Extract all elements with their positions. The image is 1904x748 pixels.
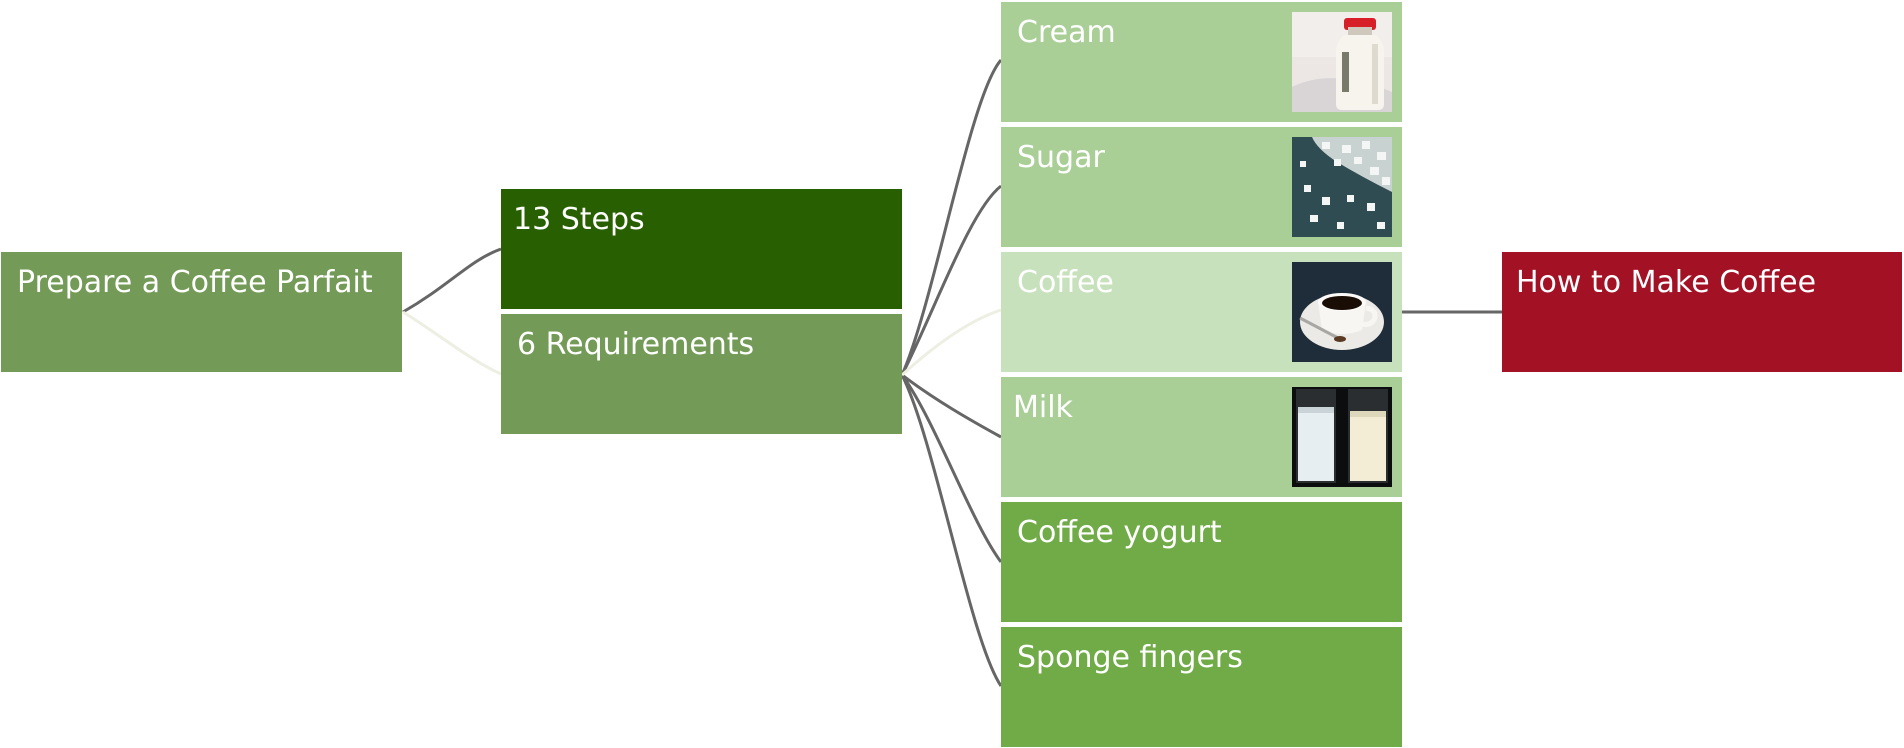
connector-root-steps	[402, 247, 502, 314]
milk-glasses-image	[1292, 387, 1392, 487]
connector-root-requirements	[402, 310, 502, 376]
sugar-cubes-image	[1292, 137, 1392, 237]
branch-node-requirements-label: 6 Requirements	[517, 327, 755, 362]
root-node[interactable]: Prepare a Coffee Parfait	[1, 252, 402, 372]
linked-node-how-to-make-coffee[interactable]: How to Make Coffee	[1502, 252, 1902, 372]
requirement-node-sugar[interactable]: Sugar	[1001, 127, 1402, 247]
requirement-label-sponge-fingers: Sponge fingers	[1017, 640, 1243, 675]
requirement-label-milk: Milk	[1013, 390, 1073, 425]
connector-req-coffee	[900, 308, 1002, 377]
connector-req-cream	[900, 59, 1003, 376]
requirement-node-coffee-yogurt[interactable]: Coffee yogurt	[1001, 502, 1402, 622]
branch-node-steps-label: 13 Steps	[513, 202, 645, 237]
connector-req-sponge	[900, 374, 1003, 687]
requirement-label-sugar: Sugar	[1017, 140, 1105, 175]
requirement-node-cream[interactable]: Cream	[1001, 2, 1402, 122]
requirement-node-sponge-fingers[interactable]: Sponge fingers	[1001, 627, 1402, 747]
linked-node-label: How to Make Coffee	[1516, 265, 1817, 300]
connector-req-sugar	[900, 184, 1002, 376]
requirement-node-milk[interactable]: Milk	[1001, 377, 1402, 497]
requirement-node-coffee[interactable]: Coffee	[1001, 252, 1402, 372]
connector-req-milk	[901, 373, 1002, 439]
cream-bottle-image	[1292, 12, 1392, 112]
branch-node-steps[interactable]: 13 Steps	[501, 189, 902, 309]
root-node-label: Prepare a Coffee Parfait	[17, 265, 373, 300]
branch-node-requirements[interactable]: 6 Requirements	[501, 314, 902, 434]
coffee-cup-image	[1292, 262, 1392, 362]
requirement-label-coffee-yogurt: Coffee yogurt	[1017, 515, 1222, 550]
requirement-label-coffee: Coffee	[1017, 265, 1114, 300]
requirement-label-cream: Cream	[1017, 15, 1116, 50]
connector-req-yogurt	[900, 374, 1003, 563]
